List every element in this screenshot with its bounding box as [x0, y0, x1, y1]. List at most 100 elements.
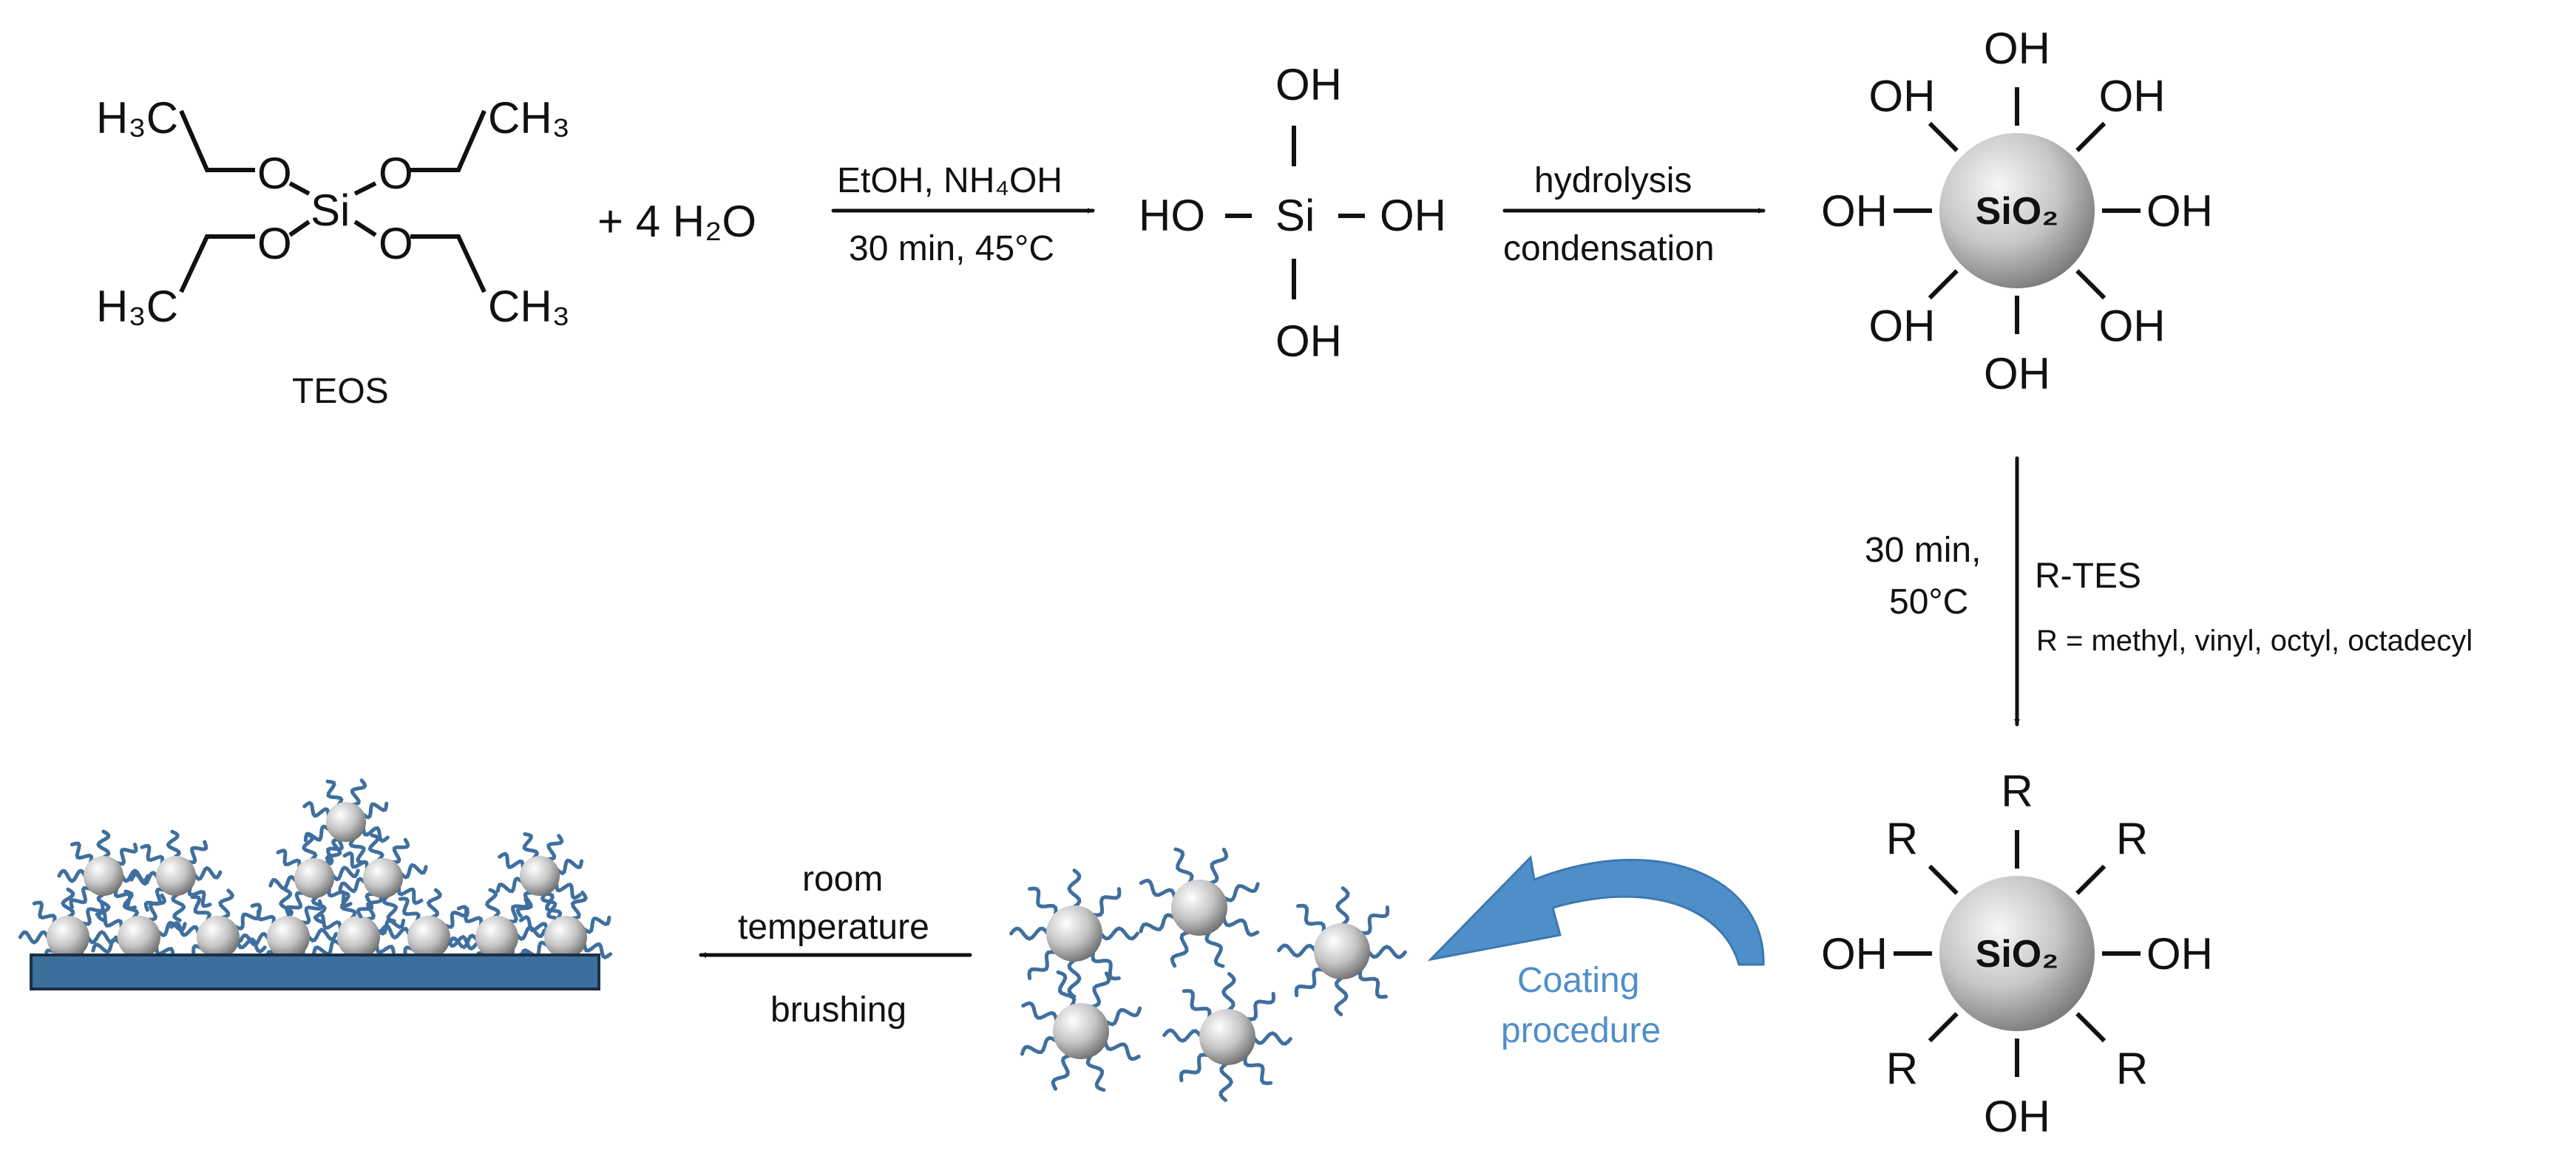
substrate-nanoparticle-6-chain-1 — [456, 905, 484, 928]
substrate-nanoparticle-2-chain-3 — [169, 920, 201, 937]
substrate-nanoparticle-3-chain-6 — [306, 927, 338, 943]
teos-o-top-right: O — [379, 149, 413, 198]
free-nanoparticle-0-chain-4 — [1009, 926, 1050, 941]
bottom-particle-substituent-0: R — [2001, 767, 2033, 816]
stacked-nanoparticle-5-chain-3 — [361, 801, 389, 820]
free-nanoparticle-2-chain-3 — [1277, 943, 1318, 958]
free-nanoparticle-1-chain-0 — [1221, 916, 1260, 937]
free-nanoparticle-0-chain-3 — [1027, 950, 1057, 980]
free-nanoparticle-2-chain-1 — [1334, 976, 1349, 1016]
substrate-nanoparticle-2-chain-4 — [190, 894, 211, 922]
stacked-nanoparticle-4-chain-7 — [515, 891, 534, 918]
substrate-nanoparticle-3-sphere — [267, 916, 310, 959]
substrate-nanoparticle-5-chain-5 — [447, 934, 478, 951]
bottom-particle-bond-7 — [1928, 864, 1959, 895]
free-nanoparticle-0-chain-0 — [1099, 926, 1139, 941]
teos-h3c-top: H₃C — [96, 93, 178, 143]
stacked-nanoparticle-2-chain-6 — [331, 866, 360, 882]
free-nanoparticle-2-chain-6 — [1359, 905, 1390, 936]
free-nanoparticle-1-chain-7 — [1221, 882, 1260, 903]
top-particle-bond-3 — [2075, 269, 2106, 300]
stacked-nanoparticle-3-chain-0 — [356, 891, 376, 919]
substrate-nanoparticle-4-chain-4 — [365, 891, 384, 921]
free-nanoparticle-4-chain-4 — [1221, 972, 1236, 1013]
stacked-nanoparticle-5-chain-0 — [302, 801, 331, 818]
free-nanoparticle-3-chain-6 — [1104, 1006, 1142, 1027]
coating-procedure-group: Coating procedure — [1427, 854, 1765, 1050]
top-particle-substituent-2: OH — [2146, 186, 2213, 236]
stacked-nanoparticle-4-chain-4 — [555, 858, 584, 876]
step2-below: condensation — [1503, 229, 1715, 268]
step3-time: 30 min, — [1865, 531, 1981, 570]
free-nanoparticle-0 — [1009, 869, 1139, 999]
stacked-nanoparticle-0-chain-7 — [115, 843, 138, 866]
coated-substrate — [18, 778, 613, 990]
coating-label-line2: procedure — [1501, 1011, 1661, 1050]
substrate-nanoparticle-0-chain-4 — [18, 930, 50, 945]
stacked-nanoparticle-1-chain-3 — [129, 871, 160, 886]
stacked-nanoparticle-3-chain-7 — [382, 894, 399, 923]
stacked-nanoparticle-3-chain-3 — [367, 833, 384, 863]
stacked-nanoparticle-2-chain-1 — [285, 891, 306, 917]
free-nanoparticle-4-chain-0 — [1218, 1061, 1233, 1102]
free-nanoparticle-1-chain-4 — [1139, 878, 1177, 900]
substrate-nanoparticle-3-chain-3 — [250, 903, 276, 926]
top-particle-sio2-label: SiO₂ — [1976, 190, 2059, 233]
stacked-nanoparticle-5-chain-2 — [350, 778, 367, 807]
step4-line2: temperature — [738, 908, 929, 947]
free-nanoparticle-0-chain-7 — [1091, 887, 1122, 917]
stacked-nanoparticle-1-chain-4 — [140, 843, 165, 866]
teos-bond-top-left — [179, 109, 255, 172]
teos-structure: H₃C CH₃ H₃C CH₃ O O O O Si TEOS — [96, 93, 570, 411]
teos-bond-top-right — [410, 109, 487, 172]
teos-ch3-top: CH₃ — [488, 93, 570, 143]
stacked-nanoparticle-5-chain-4 — [361, 826, 390, 843]
free-nanoparticle-1-chain-1 — [1204, 930, 1225, 968]
bottom-particle-substituent-2: OH — [2146, 929, 2213, 979]
substrate-nanoparticle-7-chain-1 — [543, 891, 563, 921]
substrate-nanoparticle-6-chain-3 — [506, 897, 529, 924]
stacked-nanoparticle-3-chain-4 — [390, 837, 410, 865]
substrate-nanoparticle-1-sphere — [118, 916, 160, 959]
free-nanoparticle-0-chain-2 — [1067, 958, 1082, 999]
silanol-ho-left: HO — [1139, 191, 1205, 240]
substrate-nanoparticle-0-chain-5 — [32, 900, 57, 925]
free-nanoparticle-4 — [1162, 972, 1292, 1102]
step4-line1: room — [802, 860, 883, 899]
stacked-nanoparticle-4-chain-2 — [522, 832, 540, 860]
substrate-nanoparticle-5-chain-1 — [379, 923, 411, 940]
stacked-nanoparticle-3-sphere — [363, 858, 403, 898]
silicic-acid-structure: OH HO Si OH OH — [1139, 60, 1446, 366]
free-nanoparticle-4-chain-6 — [1252, 1031, 1292, 1046]
substrate-nanoparticle-7-chain-3 — [582, 915, 611, 934]
silanol-oh-right: OH — [1380, 191, 1446, 240]
free-nanoparticle-3-chain-7 — [1103, 1040, 1141, 1061]
bottom-particle-sio2-label: SiO₂ — [1976, 933, 2059, 976]
free-nanoparticle-2-chain-0 — [1358, 968, 1388, 999]
free-nanoparticle-3-chain-3 — [1021, 1001, 1059, 1022]
bottom-particle-substituent-6: OH — [1821, 929, 1888, 979]
bottom-particle-bond-3 — [2075, 1012, 2106, 1043]
substrate-nanoparticle-7-sphere — [544, 916, 587, 959]
step4-arrow-group: room temperature brushing — [699, 860, 972, 1030]
free-nanoparticle-0-chain-6 — [1067, 869, 1082, 909]
top-particle-bond-1 — [2075, 121, 2106, 152]
free-nanoparticle-4-sphere — [1199, 1009, 1255, 1065]
free-nanoparticle-1-chain-6 — [1207, 847, 1229, 886]
free-nanoparticle-1-sphere — [1171, 880, 1227, 936]
teos-o-bottom-right: O — [379, 219, 413, 268]
substrate-nanoparticle-4-chain-1 — [311, 939, 342, 956]
substrate-nanoparticle-2-chain-6 — [233, 909, 261, 931]
free-nanoparticle-4-chain-2 — [1162, 1028, 1203, 1043]
stacked-nanoparticle-2-sphere — [294, 858, 334, 898]
step3-arrow-group: 30 min, 50°C R-TES R = methyl, vinyl, oc… — [1865, 456, 2472, 727]
stacked-nanoparticle-4-chain-1 — [498, 852, 525, 870]
free-nanoparticle-4-chain-1 — [1179, 1053, 1210, 1083]
free-nanoparticle-3 — [1020, 970, 1142, 1092]
step4-below: brushing — [770, 990, 906, 1030]
substrate-nanoparticle-1-chain-5 — [122, 889, 140, 920]
teos-ch3-bottom: CH₃ — [488, 282, 570, 331]
top-particle-substituent-0: OH — [1984, 24, 2050, 73]
substrate-nanoparticle-2-chain-5 — [218, 888, 235, 920]
